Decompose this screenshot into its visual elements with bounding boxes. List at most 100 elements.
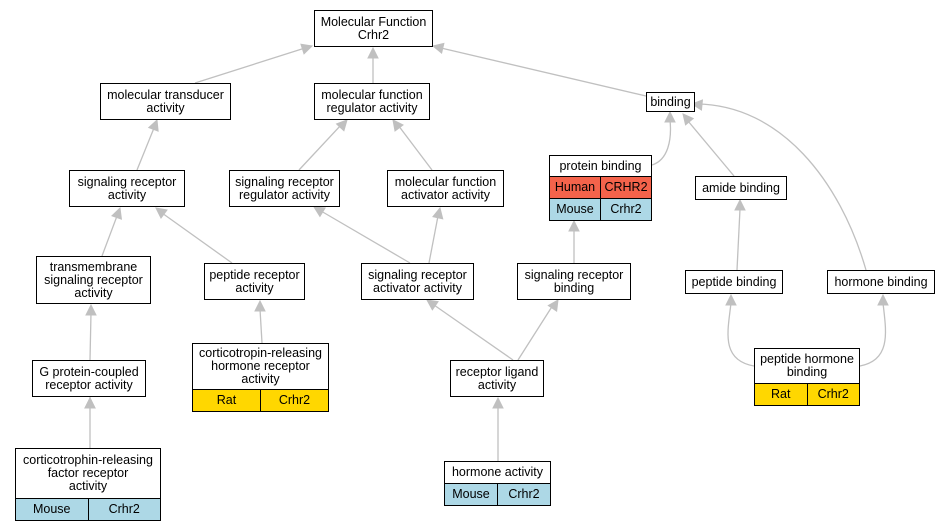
edge-arrowhead	[155, 207, 168, 219]
go-term-label: receptor ligand activity	[455, 364, 539, 392]
species-cell: Rat	[771, 387, 791, 401]
go-term-sig-receptor-binding[interactable]: signaling receptor binding	[517, 263, 631, 300]
go-term-mol-transducer[interactable]: molecular transducer activity	[100, 83, 231, 120]
go-term-label: Molecular Function Crhr2	[320, 14, 427, 42]
gene-cell: CRHR2	[600, 177, 651, 198]
go-term-crf-receptor[interactable]: corticotrophin-releasing factor receptor…	[15, 448, 161, 521]
edge-arrowhead	[682, 113, 695, 126]
annotation-row: Mouse Crhr2	[445, 483, 550, 505]
go-term-sig-receptor[interactable]: signaling receptor activity	[69, 170, 185, 207]
edge-line	[428, 215, 439, 264]
go-term-amide-binding[interactable]: amide binding	[695, 176, 787, 200]
go-term-label: signaling receptor binding	[524, 267, 624, 295]
edge-arrowhead	[254, 299, 266, 312]
go-term-mf-root[interactable]: Molecular Function Crhr2	[314, 10, 433, 47]
go-term-mf-activator[interactable]: molecular function activator activity	[387, 170, 504, 207]
go-term-label: protein binding	[559, 158, 642, 173]
edge-line	[696, 103, 867, 271]
edge-line	[517, 304, 554, 361]
go-term-label: transmembrane signaling receptor activit…	[44, 259, 143, 300]
edge-line	[727, 302, 755, 367]
edge-arrowhead	[877, 293, 889, 306]
edge-line	[651, 119, 672, 166]
go-term-label: molecular transducer activity	[107, 87, 224, 115]
gene-cell: Crhr2	[497, 484, 550, 505]
go-term-label: amide binding	[702, 180, 780, 195]
go-term-transmembrane[interactable]: transmembrane signaling receptor activit…	[36, 256, 151, 304]
gene-cell: Crhr2	[87, 499, 161, 520]
edge-line	[859, 302, 887, 367]
annotation-row: Human CRHR2	[550, 176, 651, 198]
species-cell: Mouse	[32, 502, 71, 516]
go-term-mf-regulator[interactable]: molecular function regulator activity	[314, 83, 430, 120]
go-term-receptor-ligand[interactable]: receptor ligand activity	[450, 360, 544, 397]
go-term-sig-receptor-regulator[interactable]: signaling receptor regulator activity	[229, 170, 340, 207]
go-term-label: G protein-coupled receptor activity	[39, 364, 139, 392]
edge-arrowhead	[392, 119, 404, 132]
edge-arrowhead	[426, 299, 439, 311]
go-term-label: molecular function regulator activity	[321, 87, 423, 115]
go-term-sig-receptor-activator[interactable]: signaling receptor activator activity	[361, 263, 474, 300]
go-term-label: signaling receptor regulator activity	[235, 174, 334, 202]
edge-arrowhead	[84, 396, 96, 409]
edge-arrowhead	[111, 206, 123, 220]
species-cell: Human	[554, 180, 596, 194]
edge-arrowhead	[725, 293, 737, 306]
edge-arrowhead	[335, 119, 348, 132]
edge-line	[259, 308, 263, 344]
go-term-gpcr[interactable]: G protein-coupled receptor activity	[32, 360, 146, 397]
go-term-peptide-receptor[interactable]: peptide receptor activity	[204, 263, 305, 300]
go-term-hormone-binding[interactable]: hormone binding	[827, 270, 935, 294]
go-term-label: peptide receptor activity	[209, 267, 300, 295]
edge-line	[440, 47, 647, 97]
go-term-crh-receptor[interactable]: corticotropin-releasing hormone receptor…	[192, 343, 329, 412]
edge-arrowhead	[300, 43, 314, 55]
species-cell: Mouse	[452, 487, 490, 501]
edge-arrowhead	[313, 206, 326, 218]
go-term-label: hormone activity	[451, 465, 543, 479]
edge-arrowhead	[547, 299, 559, 312]
annotation-row: Rat Crhr2	[193, 389, 328, 411]
edge-arrowhead	[432, 206, 444, 220]
go-term-label: molecular function activator activity	[394, 174, 497, 202]
go-term-label: corticotropin-releasing hormone receptor…	[199, 346, 322, 386]
annotation-row: Mouse Crhr2	[16, 498, 160, 520]
edge-arrowhead	[147, 118, 159, 132]
gene-cell: Crhr2	[260, 390, 328, 411]
go-term-label: peptide binding	[691, 274, 777, 289]
edge-line	[433, 304, 514, 361]
edge-line	[194, 47, 306, 84]
edge-line	[687, 120, 735, 177]
edge-arrowhead	[85, 303, 97, 316]
edge-arrowhead	[431, 42, 445, 55]
edge-line	[89, 312, 92, 361]
go-term-label: peptide hormone binding	[760, 352, 854, 379]
gene-cell: Crhr2	[600, 199, 651, 220]
go-term-label: signaling receptor activity	[77, 174, 177, 202]
annotation-row: Mouse Crhr2	[550, 198, 651, 220]
edge-arrowhead	[664, 110, 676, 123]
species-cell: Rat	[216, 393, 237, 407]
edge-arrowhead	[568, 219, 580, 232]
edge-line	[161, 212, 233, 264]
edge-line	[101, 215, 118, 257]
go-term-label: corticotrophin-releasing factor receptor…	[23, 453, 153, 493]
go-term-label: signaling receptor activator activity	[368, 267, 467, 295]
edge-arrowhead	[367, 46, 379, 59]
edge-line	[736, 208, 741, 271]
species-cell: Mouse	[556, 202, 594, 216]
go-term-peptide-binding[interactable]: peptide binding	[685, 270, 783, 294]
edge-line	[136, 127, 155, 171]
go-term-binding[interactable]: binding	[646, 92, 695, 112]
edge-line	[397, 124, 433, 171]
edge-arrowhead	[690, 99, 704, 111]
go-term-label: binding	[650, 94, 691, 109]
edge-line	[320, 210, 411, 264]
edge-arrowhead	[492, 396, 504, 409]
go-term-label: hormone binding	[834, 274, 928, 289]
